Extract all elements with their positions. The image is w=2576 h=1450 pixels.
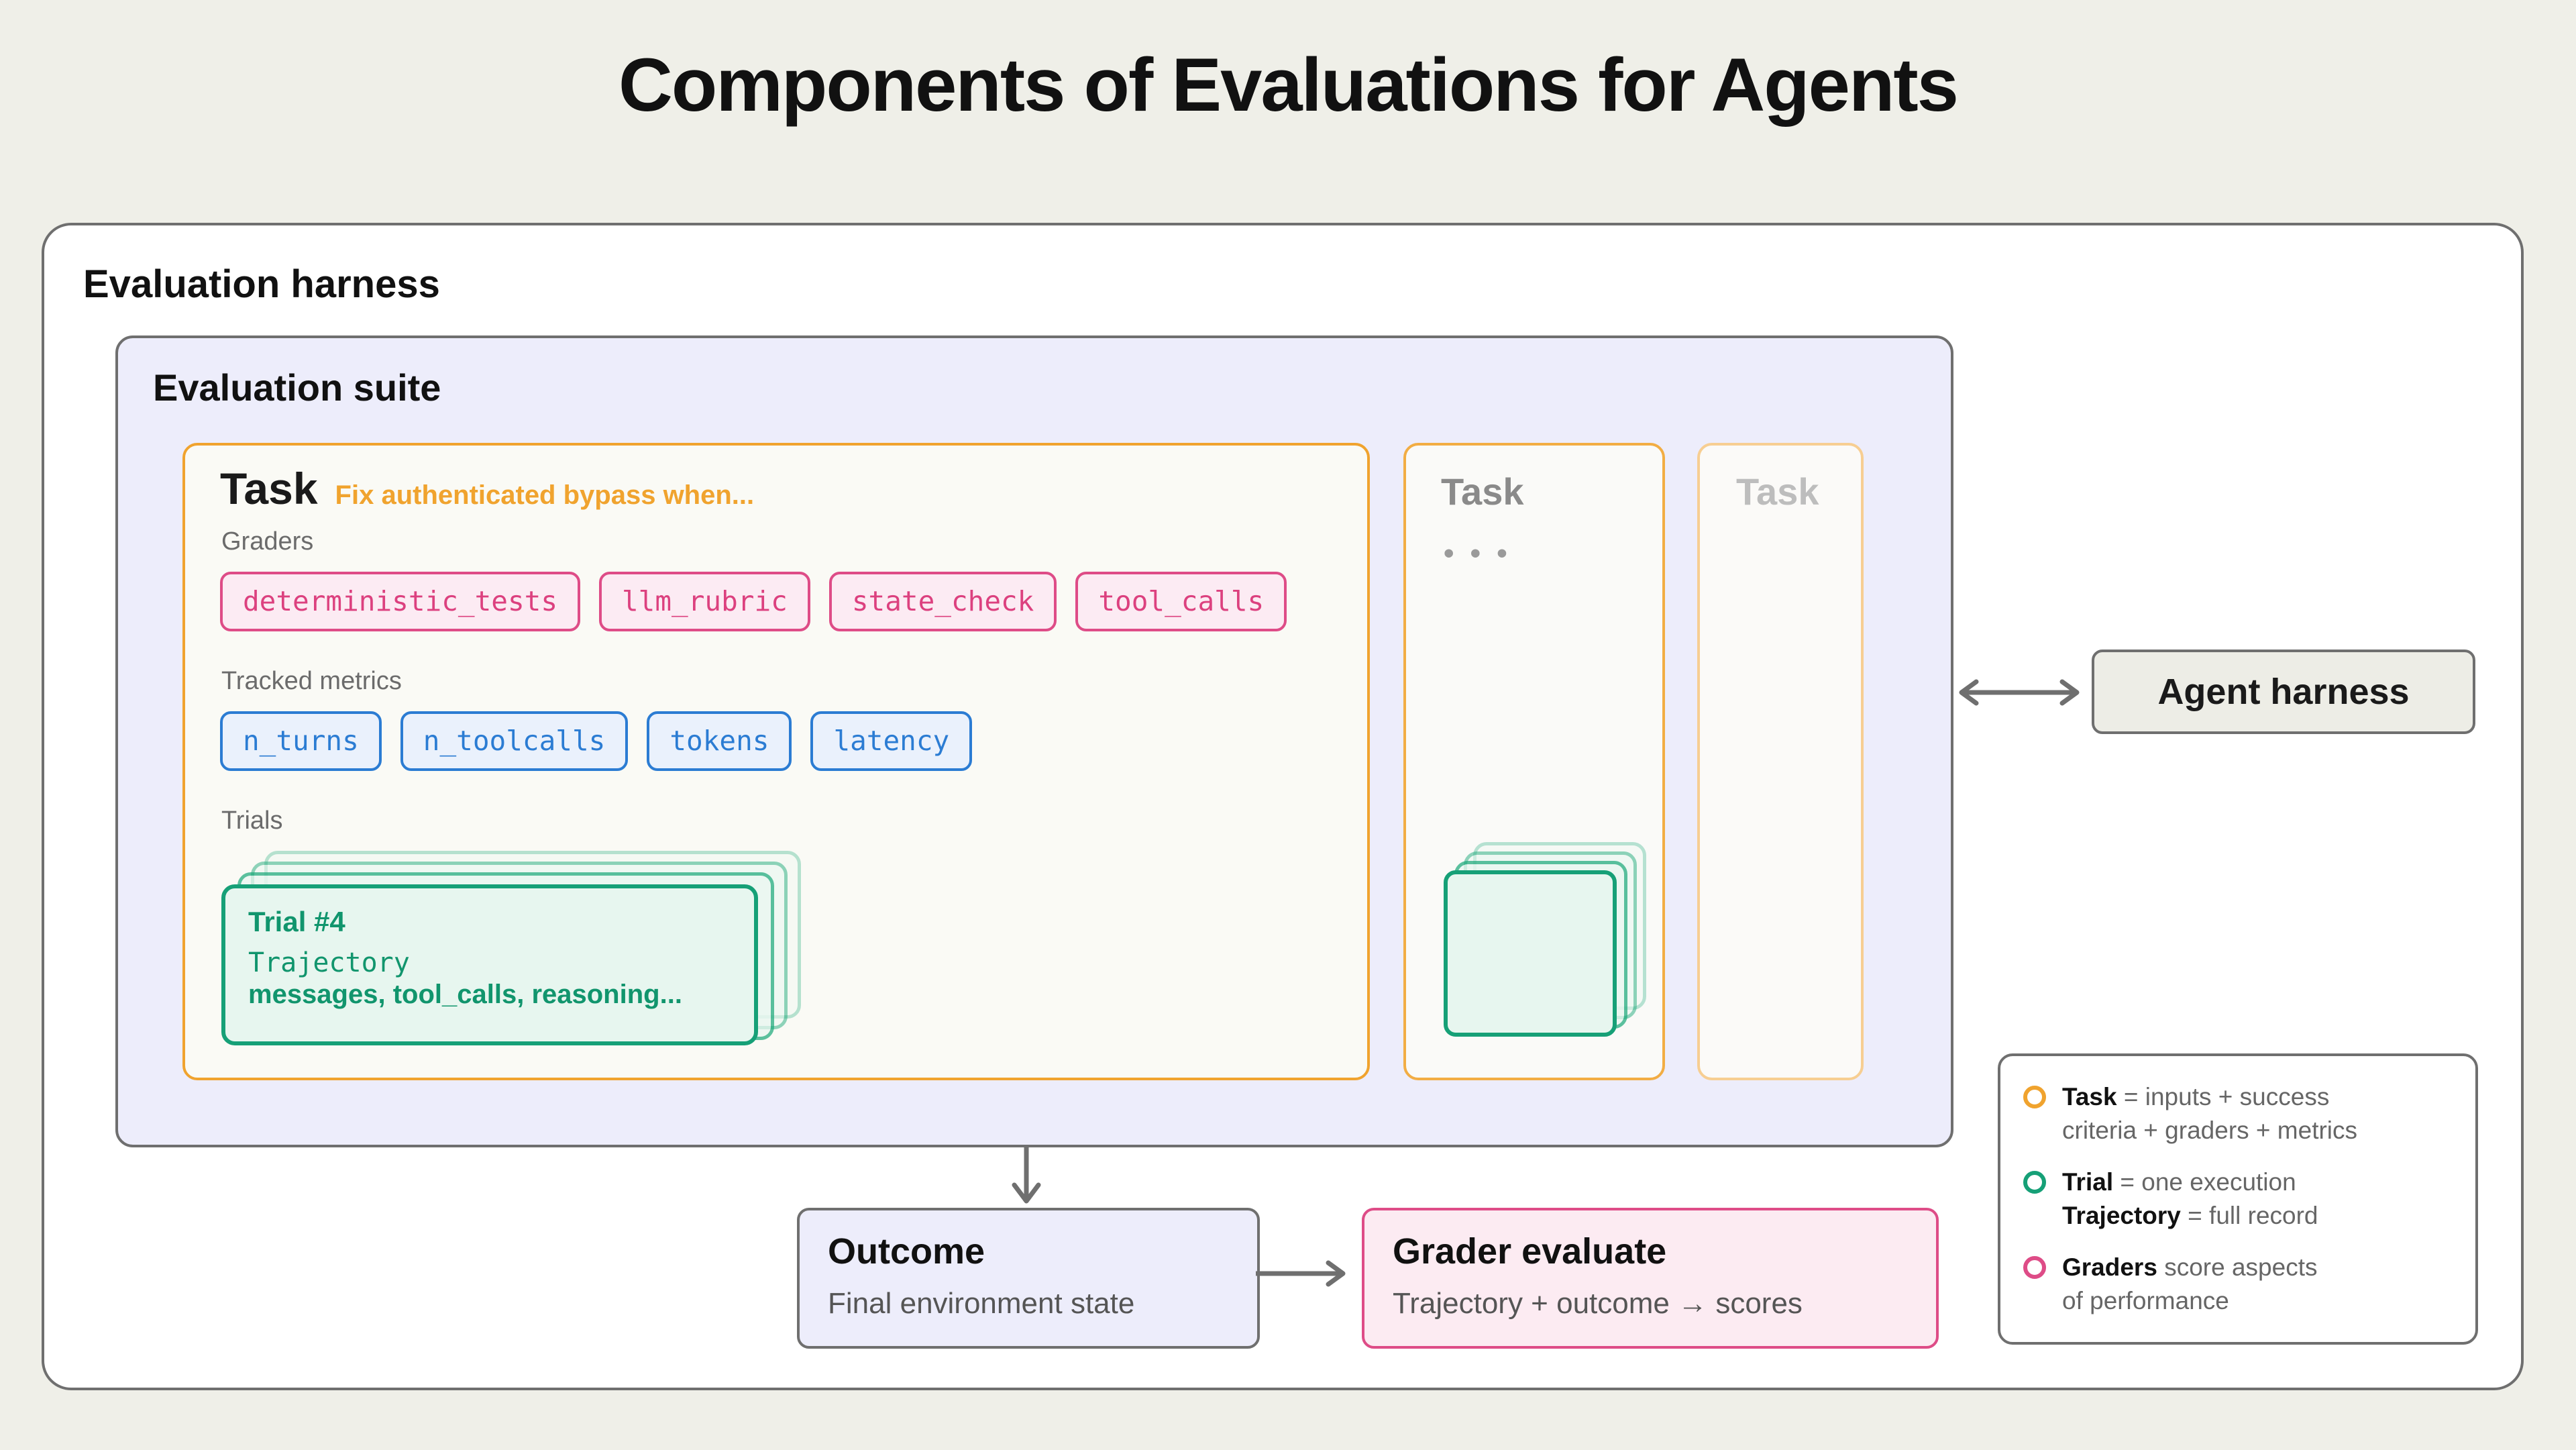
legend-term: Trial — [2062, 1168, 2114, 1196]
legend-def: score aspects — [2157, 1253, 2318, 1282]
grader-evaluate-title: Grader evaluate — [1393, 1231, 1667, 1272]
legend-term: Task — [2062, 1083, 2117, 1110]
grader-pill[interactable]: deterministic_tests — [220, 572, 580, 632]
grader-pill[interactable]: state_check — [828, 572, 1057, 632]
metrics-pill-row: n_turns n_toolcalls tokens latency — [220, 711, 973, 772]
trajectory-label: Trajectory — [248, 947, 410, 978]
outcome-to-grader-arrow — [1256, 1259, 1356, 1292]
graders-pill-row: deterministic_tests llm_rubric state_che… — [220, 572, 1287, 632]
legend-item-graders: Graders score aspects of performance — [2023, 1251, 2453, 1318]
trial-card-stack-secondary — [1444, 842, 1652, 1043]
evaluation-harness-label: Evaluation harness — [83, 262, 440, 306]
legend-item-trial: Trial = one execution Trajectory = full … — [2023, 1166, 2453, 1233]
legend-item-text: Task = inputs + success criteria + grade… — [2062, 1080, 2357, 1147]
task-secondary-label: Task — [1441, 470, 1524, 513]
legend-panel: Task = inputs + success criteria + grade… — [1998, 1053, 2478, 1345]
task-card-tertiary[interactable] — [1697, 443, 1864, 1080]
outcome-box[interactable]: Outcome Final environment state — [797, 1208, 1260, 1349]
trials-section-label: Trials — [221, 807, 283, 835]
circle-icon-trial — [2023, 1171, 2046, 1194]
metrics-section-label: Tracked metrics — [221, 667, 402, 695]
trial-id: Trial #4 — [248, 906, 345, 937]
grader-evaluate-subtitle: Trajectory + outcome → scores — [1393, 1287, 1803, 1320]
task-secondary-ellipsis: • • • — [1444, 537, 1511, 570]
legend-def-line2: = full record — [2180, 1202, 2318, 1229]
legend-item-task: Task = inputs + success criteria + grade… — [2023, 1080, 2453, 1147]
agent-harness-box[interactable]: Agent harness — [2092, 650, 2475, 734]
trial-card-front[interactable]: Trial #4 Trajectory messages, tool_calls… — [221, 884, 758, 1045]
legend-term: Graders — [2062, 1253, 2157, 1282]
task-tertiary-label: Task — [1736, 470, 1819, 513]
metric-pill[interactable]: tokens — [647, 711, 792, 772]
grader-pill[interactable]: llm_rubric — [599, 572, 810, 632]
legend-def: = inputs + success — [2116, 1083, 2330, 1110]
legend-term-2: Trajectory — [2062, 1202, 2181, 1229]
metric-pill[interactable]: latency — [810, 711, 973, 772]
grader-pill[interactable]: tool_calls — [1075, 572, 1287, 632]
task-header: Task Fix authenticated bypass when... — [220, 463, 754, 514]
trajectory-fields: messages, tool_calls, reasoning... — [248, 980, 682, 1009]
suite-to-outcome-arrow — [1006, 1147, 1046, 1215]
graders-section-label: Graders — [221, 527, 314, 556]
grader-evaluate-box[interactable]: Grader evaluate Trajectory + outcome → s… — [1362, 1208, 1939, 1349]
trial-card-front-secondary[interactable] — [1444, 870, 1617, 1037]
page-title: Components of Evaluations for Agents — [619, 43, 1959, 127]
metric-pill[interactable]: n_toolcalls — [400, 711, 629, 772]
legend-item-text: Graders score aspects of performance — [2062, 1251, 2317, 1318]
legend-def: = one execution — [2113, 1168, 2296, 1196]
circle-icon-graders — [2023, 1256, 2046, 1280]
outcome-title: Outcome — [828, 1231, 985, 1272]
metric-pill[interactable]: n_turns — [220, 711, 382, 772]
legend-def-line2: criteria + graders + metrics — [2062, 1116, 2358, 1144]
task-description: Fix authenticated bypass when... — [335, 480, 755, 510]
legend-item-text: Trial = one execution Trajectory = full … — [2062, 1166, 2318, 1233]
outcome-subtitle: Final environment state — [828, 1287, 1135, 1320]
agent-harness-arrow — [1945, 679, 2093, 709]
trial-card-stack: Trial #4 Trajectory messages, tool_calls… — [221, 851, 801, 1045]
circle-icon-task — [2023, 1086, 2046, 1108]
legend-def-line2: of performance — [2062, 1287, 2229, 1315]
task-label: Task — [220, 464, 318, 513]
evaluation-suite-label: Evaluation suite — [153, 366, 441, 409]
